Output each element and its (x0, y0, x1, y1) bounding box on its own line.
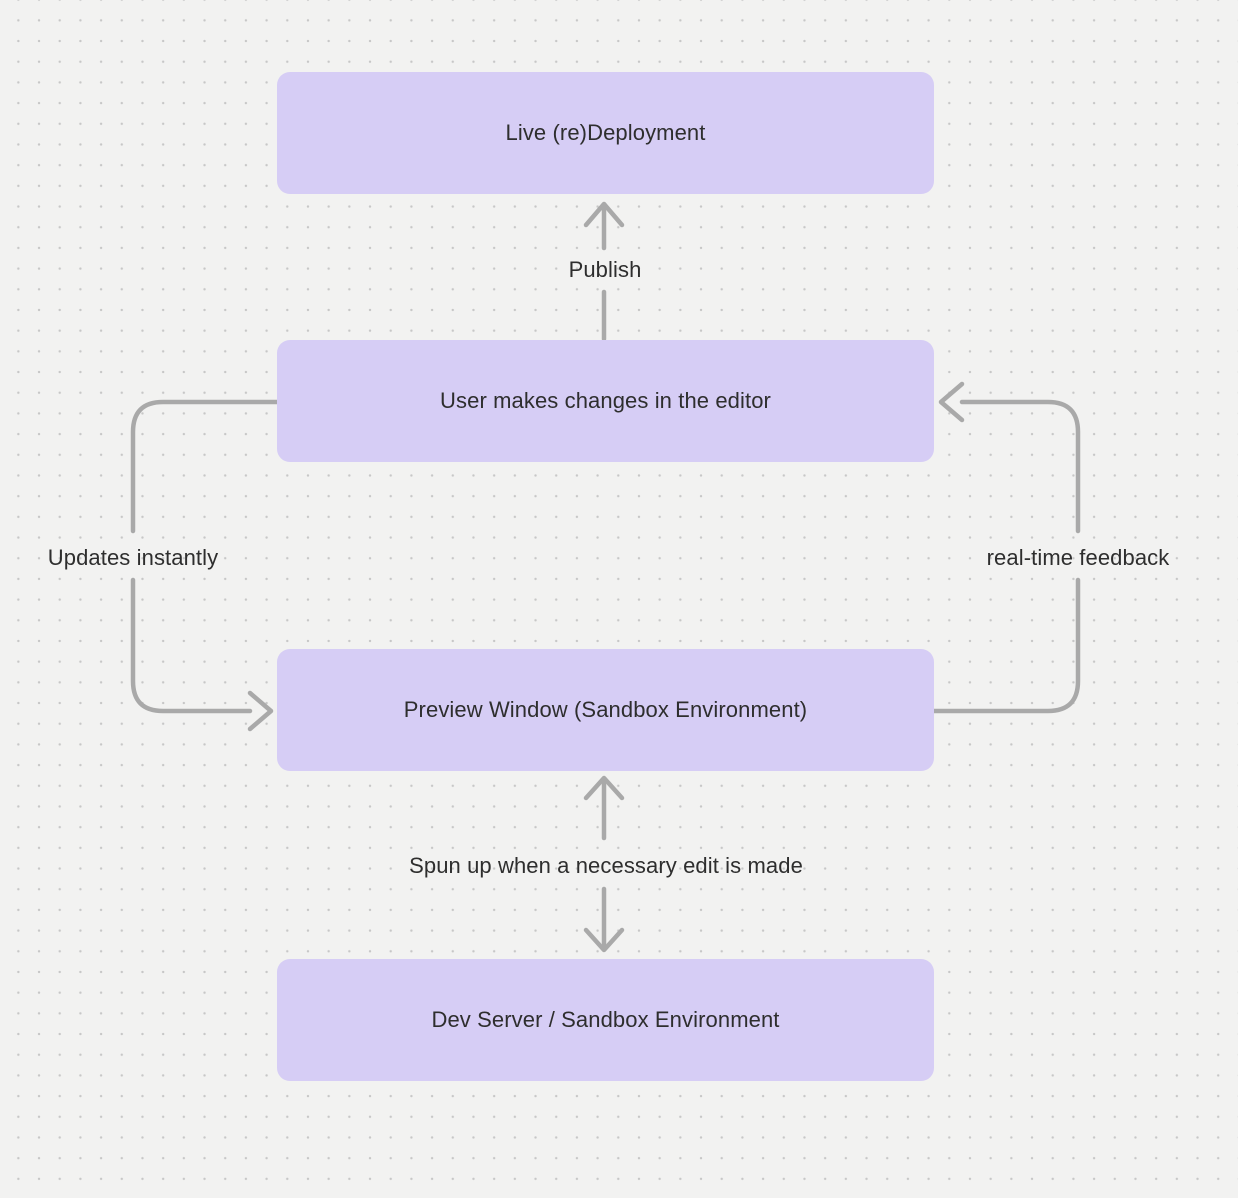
node-live-redeployment[interactable]: Live (re)Deployment (277, 72, 934, 194)
edge-label-spun-up: Spun up when a necessary edit is made (409, 853, 803, 878)
spunup-arrowhead-down-icon (583, 927, 625, 953)
node-label-dev-server: Dev Server / Sandbox Environment (431, 1007, 780, 1032)
node-label-preview-window: Preview Window (Sandbox Environment) (403, 697, 808, 722)
feedback-segment-upper (959, 399, 1081, 534)
feedback-segment-lower (931, 577, 1081, 714)
publish-arrowhead-up-icon (583, 201, 625, 228)
edge-label-publish: Publish (568, 257, 642, 282)
updates-arrowhead-right-icon (247, 690, 274, 732)
node-dev-server[interactable]: Dev Server / Sandbox Environment (277, 959, 934, 1081)
spunup-arrowhead-up-icon (583, 775, 625, 801)
edge-label-updates-instantly: Updates instantly (47, 545, 219, 570)
edge-label-real-time-feedback: real-time feedback (986, 545, 1170, 570)
node-user-changes[interactable]: User makes changes in the editor (277, 340, 934, 462)
node-label-live-redeployment: Live (re)Deployment (505, 120, 706, 145)
node-preview-window[interactable]: Preview Window (Sandbox Environment) (277, 649, 934, 771)
node-label-user-changes: User makes changes in the editor (440, 388, 771, 413)
updates-segment-upper (130, 399, 281, 534)
updates-segment-lower (130, 577, 253, 714)
feedback-arrowhead-left-icon (938, 381, 965, 423)
